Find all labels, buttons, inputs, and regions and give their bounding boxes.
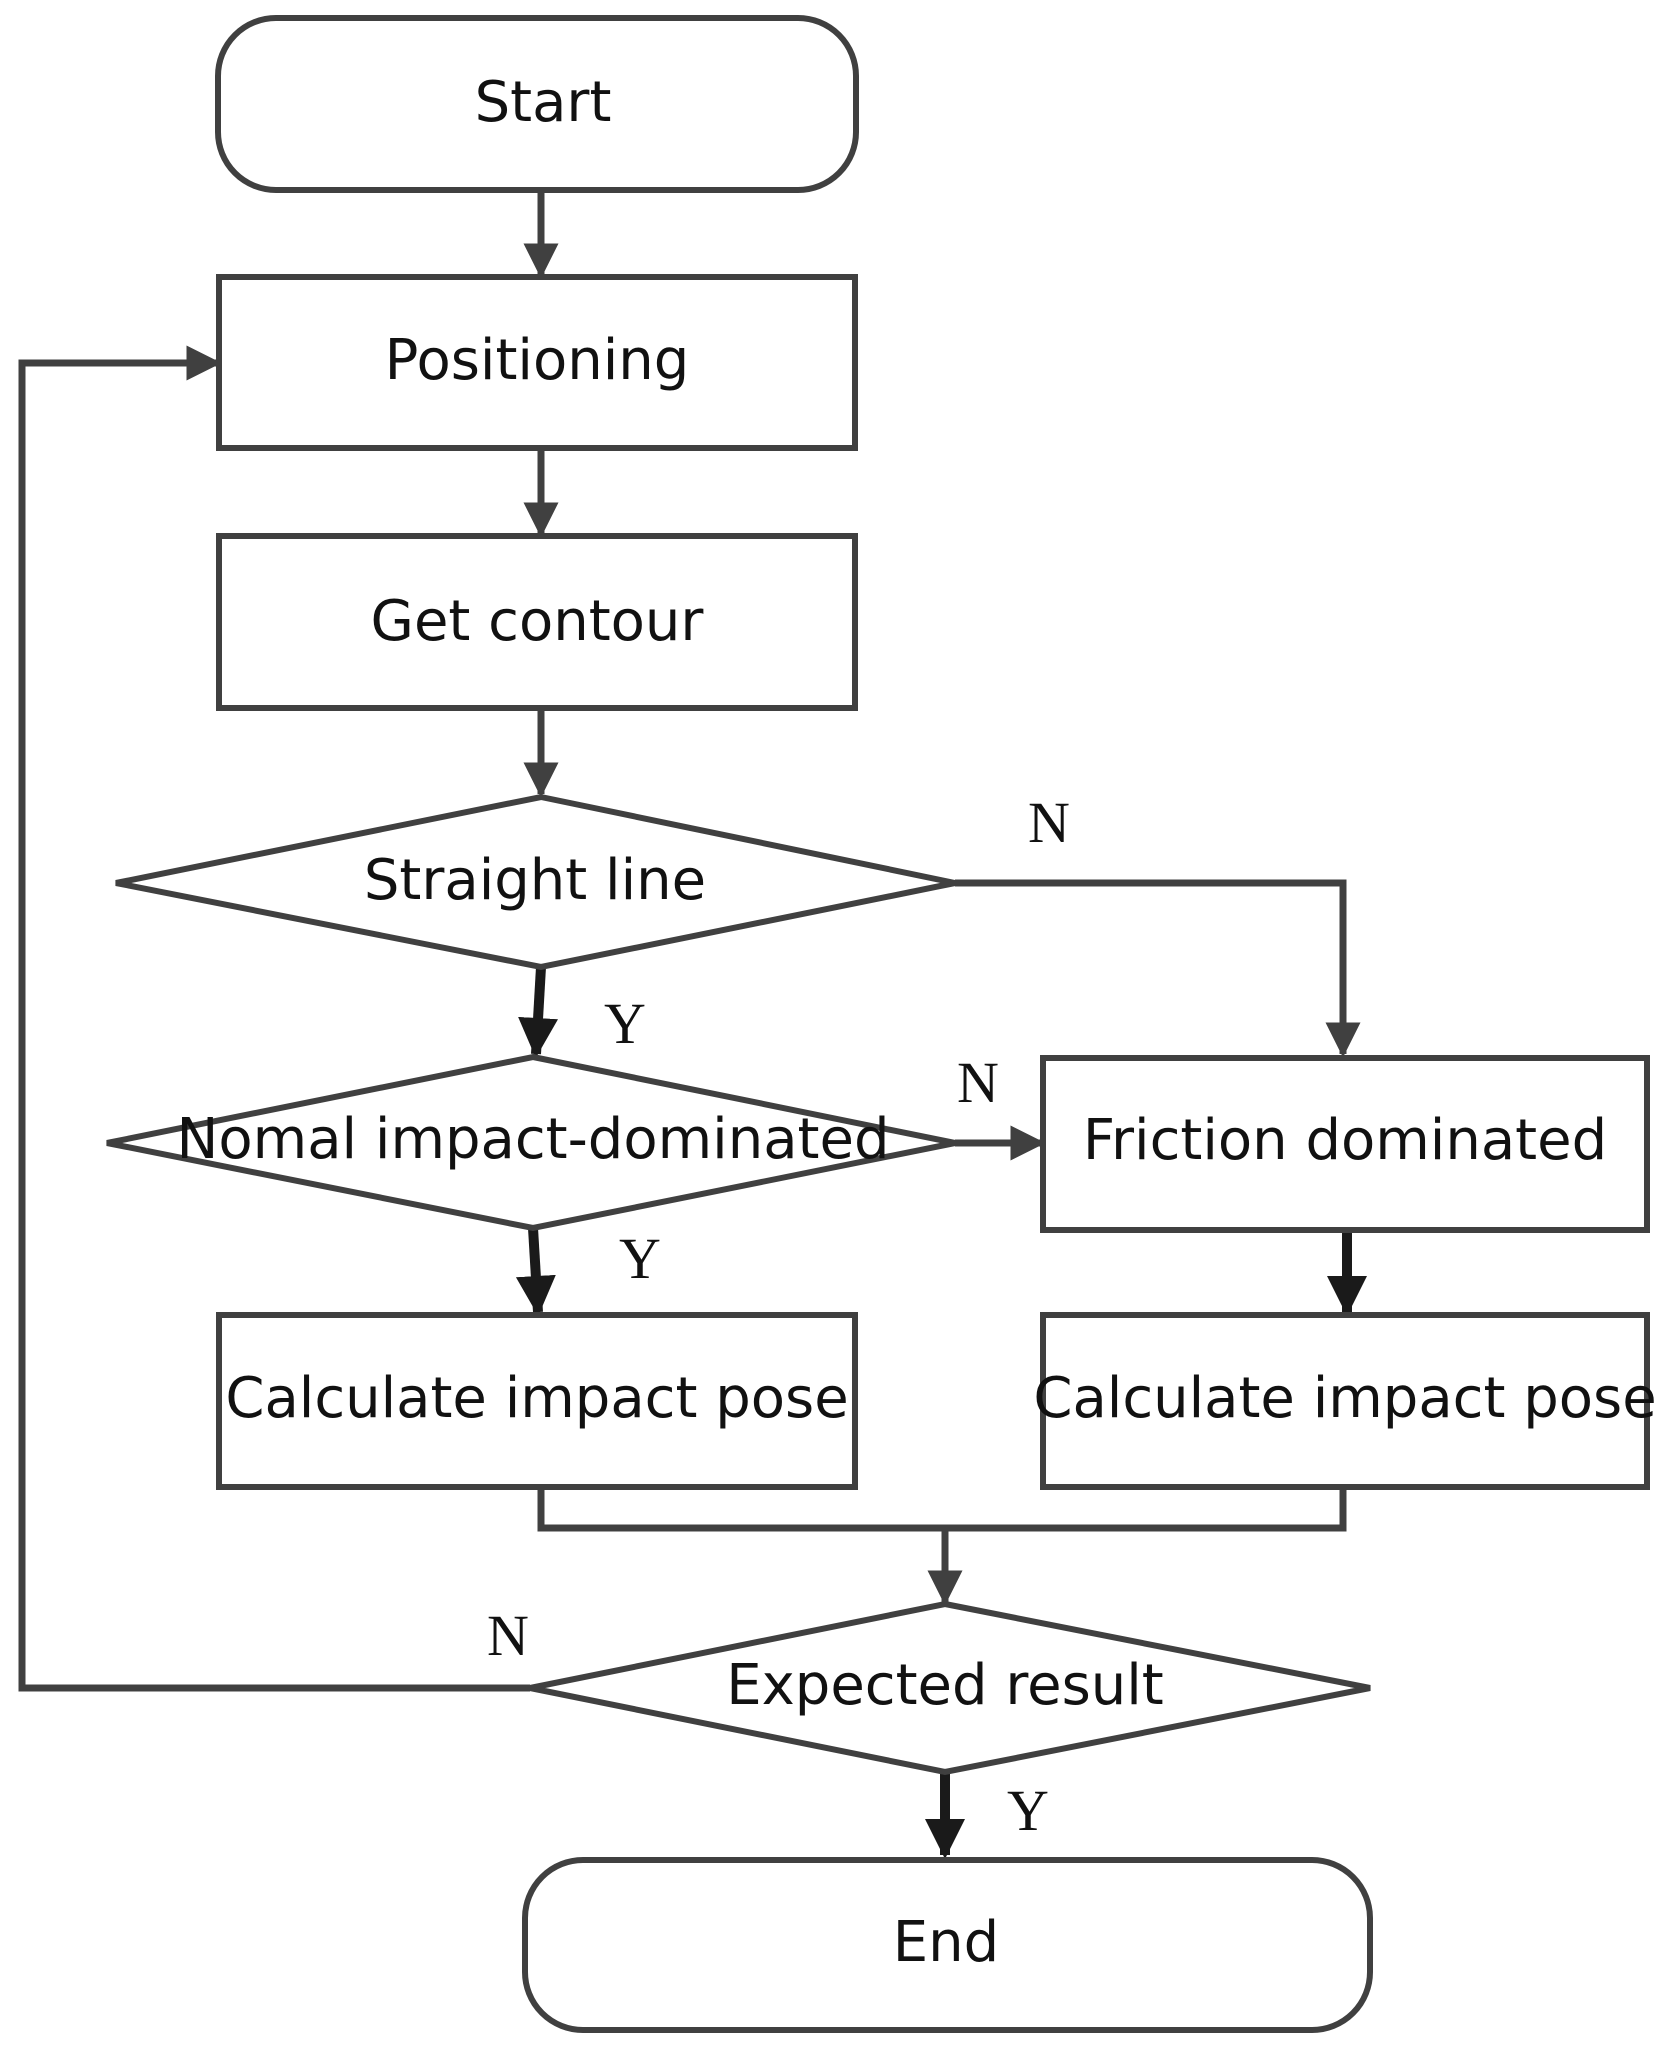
positioning-box: Positioning (216, 274, 858, 451)
arrow-expected-no-to-positioning (18, 345, 530, 1692)
branch-labels: N Y N Y N Y (487, 790, 1070, 1843)
straight-line-decision: Straight line (115, 793, 956, 971)
arrow-straight-yes-to-normal (518, 966, 559, 1058)
line-calc-right-down (945, 1487, 1347, 1532)
expected-yes-label: Y (1007, 1778, 1049, 1843)
start-label: Start (475, 70, 612, 135)
expected-result-decision: Expected result (529, 1600, 1371, 1776)
end-label: End (893, 1910, 999, 1975)
normal-impact-label: Nomal impact-dominated (177, 1107, 890, 1172)
friction-dominated-box: Friction dominated (1040, 1055, 1650, 1233)
normal-no-label: N (957, 1050, 999, 1115)
start-node: Start (215, 15, 859, 193)
get-contour-box: Get contour (216, 533, 858, 711)
normal-impact-decision: Nomal impact-dominated (106, 1053, 956, 1232)
end-node: End (522, 1857, 1373, 2033)
positioning-label: Positioning (385, 328, 690, 393)
friction-dominated-label: Friction dominated (1083, 1108, 1607, 1173)
calculate-impact-pose-right-box: Calculate impact pose (1033, 1312, 1657, 1490)
straight-line-label: Straight line (364, 848, 706, 913)
expected-no-label: N (487, 1603, 529, 1668)
connectors (18, 190, 1367, 1859)
line-calc-left-down (537, 1487, 945, 1532)
straight-yes-label: Y (604, 991, 646, 1056)
calculate-impact-pose-right-label: Calculate impact pose (1033, 1366, 1656, 1431)
straight-no-label: N (1028, 790, 1070, 855)
expected-result-label: Expected result (726, 1653, 1164, 1718)
calculate-impact-pose-left-label: Calculate impact pose (225, 1366, 848, 1431)
calculate-impact-pose-left-box: Calculate impact pose (216, 1312, 858, 1490)
arrow-normal-yes-to-calc-left (515, 1227, 556, 1316)
get-contour-label: Get contour (371, 589, 705, 654)
normal-yes-label: Y (619, 1226, 661, 1291)
arrow-straight-no-to-friction (955, 879, 1361, 1058)
